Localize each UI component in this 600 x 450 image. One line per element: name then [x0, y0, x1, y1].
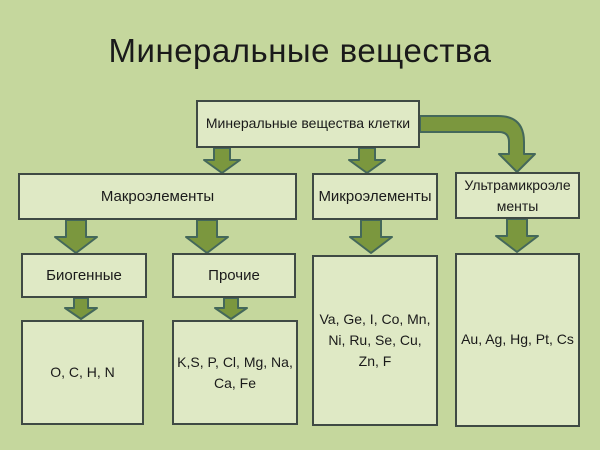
down-arrow-ultra-elements — [495, 218, 539, 253]
node-other-elements-list: K,S, P, Cl, Mg, Na, Ca, Fe — [172, 320, 298, 425]
node-biogenic: Биогенные — [21, 253, 147, 298]
down-arrow-biogenic-elements — [64, 297, 98, 320]
node-root-mineral-substances-of-cell: Минеральные вещества клетки — [196, 100, 420, 148]
slide-title: Минеральные вещества — [108, 32, 492, 69]
node-ultra-elements-list: Au, Ag, Hg, Pt, Cs — [455, 253, 580, 427]
node-ultramicroelements: Ультрамикроэлементы — [455, 172, 580, 219]
node-macroelements: Макроэлементы — [18, 173, 297, 220]
down-arrow-micro-elements — [349, 219, 393, 254]
node-other: Прочие — [172, 253, 296, 298]
down-arrow-root-micro — [348, 147, 386, 174]
node-micro-elements-list: Va, Ge, I, Co, Mn, Ni, Ru, Se, Cu, Zn, F — [312, 255, 438, 426]
down-arrow-macro-biogenic — [54, 219, 98, 254]
down-arrow-root-macro — [203, 147, 241, 174]
node-microelements: Микроэлементы — [312, 173, 438, 220]
elbow-arrow-root-ultra — [419, 115, 536, 173]
down-arrow-macro-other — [185, 219, 229, 254]
node-biogenic-elements-list: O, C, H, N — [21, 320, 144, 425]
down-arrow-other-elements — [214, 297, 248, 320]
